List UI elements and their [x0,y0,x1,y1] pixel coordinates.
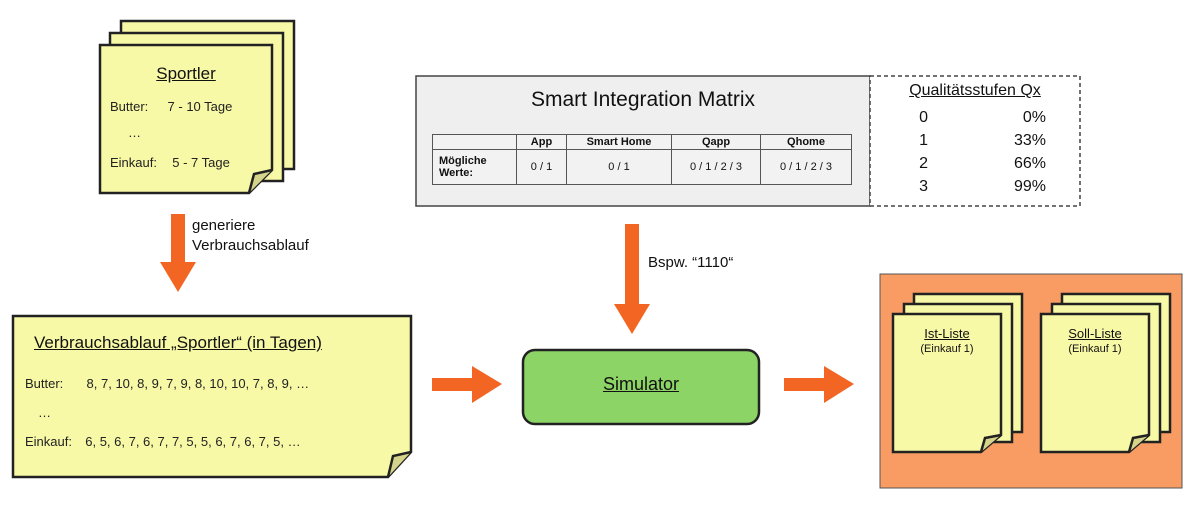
arrow-to-output [784,366,854,403]
quality-percent: 0% [1022,109,1046,126]
ist-liste-title: Ist-Liste [924,326,970,341]
arrow-generate [160,214,196,292]
quality-row: 2 66% [872,152,1078,175]
simulator-label: Simulator [602,374,680,394]
quality-box [869,75,1081,207]
soll-liste-stack [1039,292,1172,454]
verbrauch-butter-value: 8, 7, 10, 8, 9, 7, 9, 8, 10, 10, 7, 8, 9… [86,376,310,391]
ist-liste-stack [891,292,1024,454]
matrix-title: Smart Integration Matrix [530,88,756,111]
matrix-header-row: App Smart Home Qapp Qhome [432,134,852,150]
soll-liste-title: Soll-Liste [1068,326,1122,341]
generate-label-line1: generiere [192,217,256,234]
quality-title: Qualitätsstufen Qx [909,82,1041,99]
quality-percent: 66% [1013,155,1046,172]
arrow-example [614,224,650,334]
simulator-box [521,348,761,426]
matrix-row-label: Mögliche Werte: [432,149,517,185]
sportler-title: Sportler [156,64,216,83]
quality-percent: 99% [1013,178,1046,195]
matrix-value-qapp: 0 / 1 / 2 / 3 [671,149,761,185]
example-label: Bspw. “1110“ [648,254,734,271]
sportler-note-stack [98,19,296,195]
verbrauch-einkauf-label: Einkauf: [25,434,72,449]
quality-row: 0 0% [872,106,1078,129]
quality-row: 3 99% [872,175,1078,198]
soll-liste-subtitle: (Einkauf 1) [1068,343,1122,355]
verbrauch-note-shape [11,314,413,479]
verbrauch-butter-label: Butter: [25,376,64,391]
matrix-col-qhome: Qhome [760,134,852,150]
verbrauch-title: Verbrauchsablauf „Sportler“ (in Tagen) [34,333,322,352]
matrix-value-qhome: 0 / 1 / 2 / 3 [760,149,852,185]
matrix-table: App Smart Home Qapp Qhome Mögliche Werte… [432,134,852,185]
matrix-value-app: 0 / 1 [516,149,567,185]
matrix-corner-cell [432,134,517,150]
sportler-einkauf-label: Einkauf: [110,155,157,170]
matrix-values-row: Mögliche Werte: 0 / 1 0 / 1 0 / 1 / 2 / … [432,149,852,185]
quality-level: 3 [919,178,928,195]
sportler-butter-value: 7 - 10 Tage [167,99,233,114]
quality-level: 0 [919,109,928,126]
sportler-butter-label: Butter: [110,99,149,114]
quality-list: 0 0% 1 33% 2 66% 3 99% [872,106,1078,198]
arrow-to-simulator [432,366,502,403]
quality-percent: 33% [1013,132,1046,149]
ist-liste-subtitle: (Einkauf 1) [920,343,974,355]
sportler-ellipsis: … [128,125,141,140]
verbrauch-einkauf-value: 6, 5, 6, 7, 6, 7, 7, 5, 5, 6, 7, 6, 7, 5… [85,434,301,449]
verbrauch-ellipsis: … [38,405,51,420]
matrix-row-label-line2: Werte: [439,167,474,179]
matrix-col-smart-home: Smart Home [566,134,672,150]
matrix-col-app: App [516,134,567,150]
sportler-einkauf-value: 5 - 7 Tage [172,155,230,170]
quality-row: 1 33% [872,129,1078,152]
generate-label-line2: Verbrauchsablauf [192,237,309,254]
matrix-col-qapp: Qapp [671,134,761,150]
quality-level: 1 [919,132,928,149]
quality-level: 2 [919,155,928,172]
matrix-value-smart-home: 0 / 1 [566,149,672,185]
matrix-row-label-line1: Mögliche [439,155,487,167]
